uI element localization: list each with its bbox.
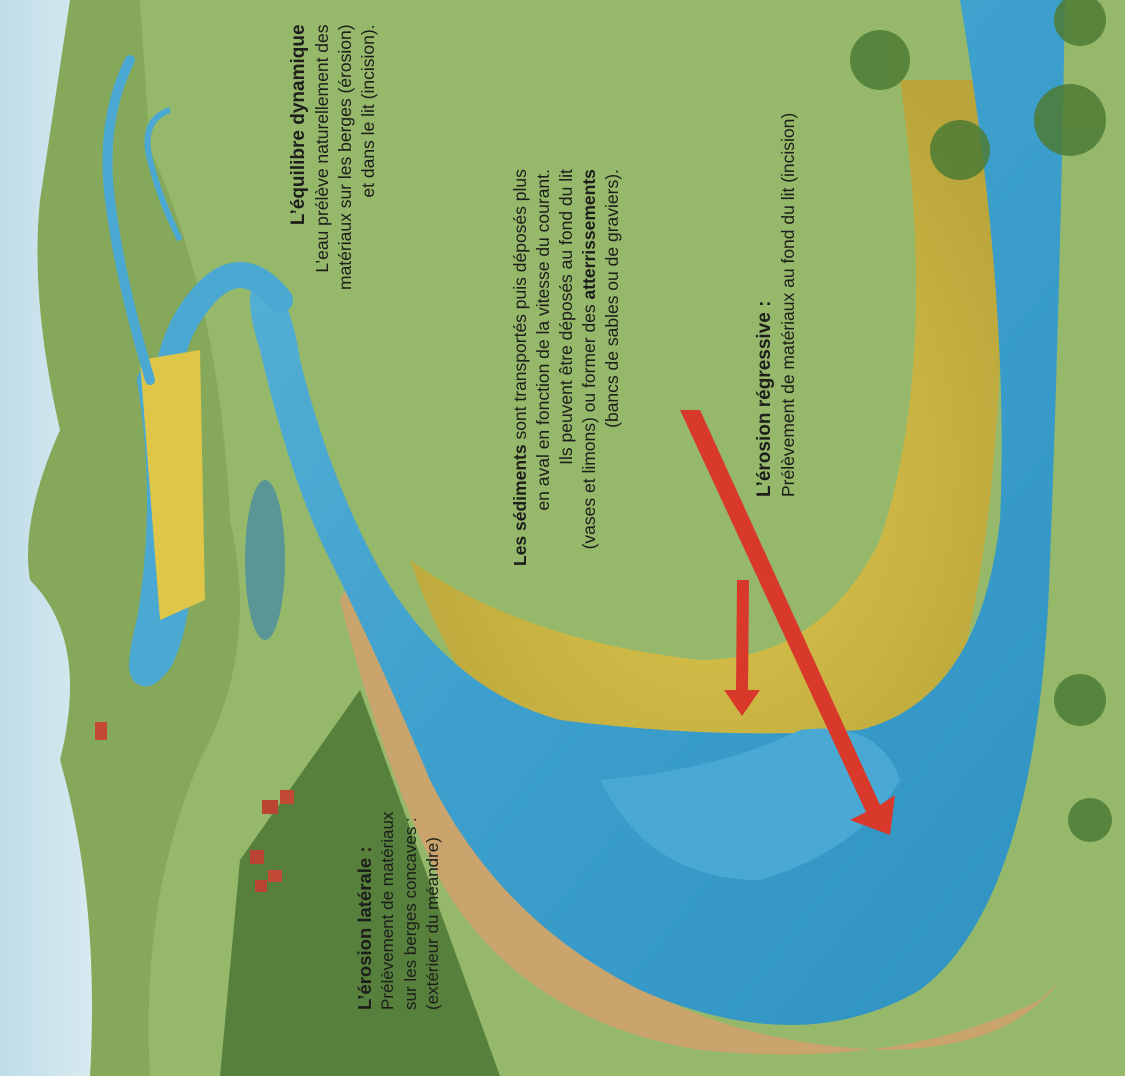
label-equilibre-dynamique: L’équilibre dynamique L’eau prélève natu…	[286, 24, 380, 290]
laterale-line-3: (extérieur du méandre)	[422, 812, 444, 1010]
sediments-line-4-start: (vases et limons) ou former des	[579, 299, 599, 549]
sediments-line-5: (bancs de sables ou de graviers).	[601, 169, 624, 566]
laterale-line-1: Prélèvement de matériaux	[377, 812, 399, 1010]
atterrissements-bold: atterrissements	[579, 169, 599, 299]
equilibre-line-3: et dans le lit (incision).	[357, 24, 380, 290]
regressive-line-1: Prélèvement de matériaux au fond du lit …	[777, 113, 800, 497]
sediments-line-1-rest: sont transportés puis déposés plus	[510, 169, 530, 444]
equilibre-title: L’équilibre dynamique	[286, 24, 311, 290]
sediments-line-1: Les sédiments sont transportés puis dépo…	[509, 169, 532, 566]
wetland	[245, 480, 285, 640]
laterale-line-2: sur les berges concaves :	[400, 812, 422, 1010]
sediments-bold: Les sédiments	[510, 444, 530, 566]
sediments-line-4: (vases et limons) ou former des atterris…	[578, 169, 601, 566]
label-sediments: Les sédiments sont transportés puis dépo…	[509, 169, 624, 566]
regressive-title: L’érosion régressive :	[752, 113, 777, 497]
label-erosion-laterale: L’érosion latérale : Prélèvement de maté…	[353, 812, 445, 1010]
label-erosion-regressive: L’érosion régressive : Prélèvement de ma…	[752, 113, 800, 497]
equilibre-line-1: L’eau prélève naturellement des	[311, 24, 334, 290]
sediments-line-3: Ils peuvent être déposés au fond du lit	[555, 169, 578, 566]
sediments-line-2: en aval en fonction de la vitesse du cou…	[532, 169, 555, 566]
equilibre-line-2: matériaux sur les berges (érosion)	[334, 24, 357, 290]
laterale-title: L’érosion latérale :	[353, 812, 377, 1010]
